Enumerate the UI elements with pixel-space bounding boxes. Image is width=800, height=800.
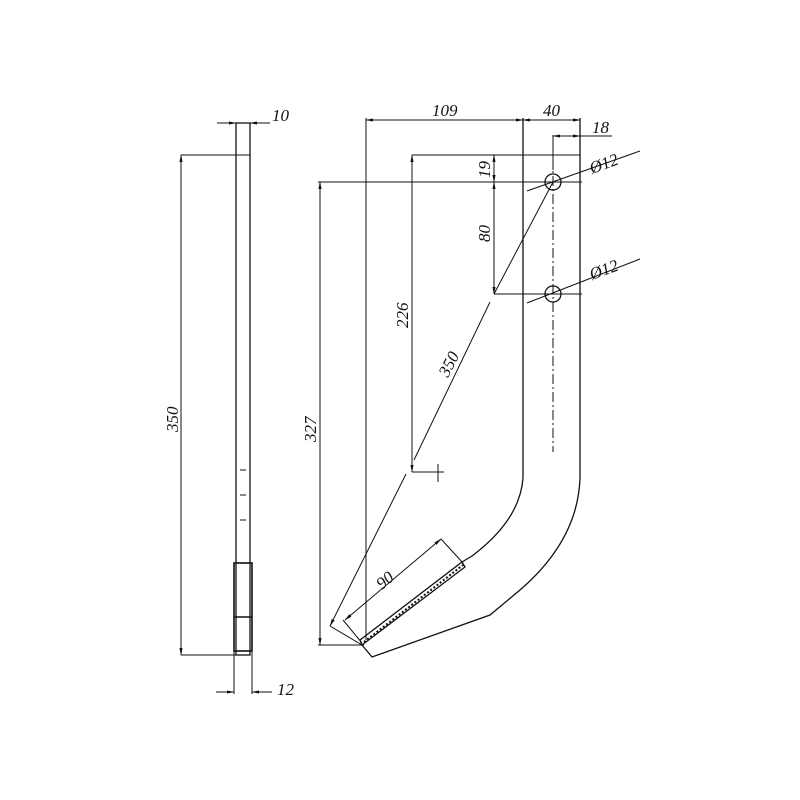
dim-text-327: 327 (301, 415, 320, 443)
dim-text-90: 90 (372, 567, 398, 593)
dim-text-18: 18 (592, 118, 610, 137)
dim-text-12: 12 (277, 680, 295, 699)
front-view: 109 40 18 Ø12 Ø12 19 80 226 350 3 (301, 101, 641, 658)
dim-line-90 (344, 538, 442, 621)
leader-hole-bottom (526, 258, 641, 304)
dim-text-350-diag: 350 (434, 348, 463, 381)
dim-text-10: 10 (272, 106, 290, 125)
shank-outer-edge (361, 118, 581, 658)
leader-hole-top (526, 150, 641, 192)
side-strip (235, 122, 251, 656)
dim-text-80: 80 (475, 225, 494, 243)
dim-text-hole-bottom: Ø12 (586, 256, 621, 284)
dim-text-hole-top: Ø12 (586, 150, 621, 178)
side-blade (233, 562, 253, 652)
shank-inner-edge (461, 118, 524, 563)
dim-text-109: 109 (432, 101, 458, 120)
dim-text-40: 40 (543, 101, 561, 120)
dim-text-350-side: 350 (163, 406, 182, 433)
dim-text-226: 226 (393, 302, 412, 328)
dim-line-350-diag (329, 473, 407, 627)
dim-text-19: 19 (475, 161, 494, 179)
side-view: 10 350 12 (163, 106, 295, 699)
